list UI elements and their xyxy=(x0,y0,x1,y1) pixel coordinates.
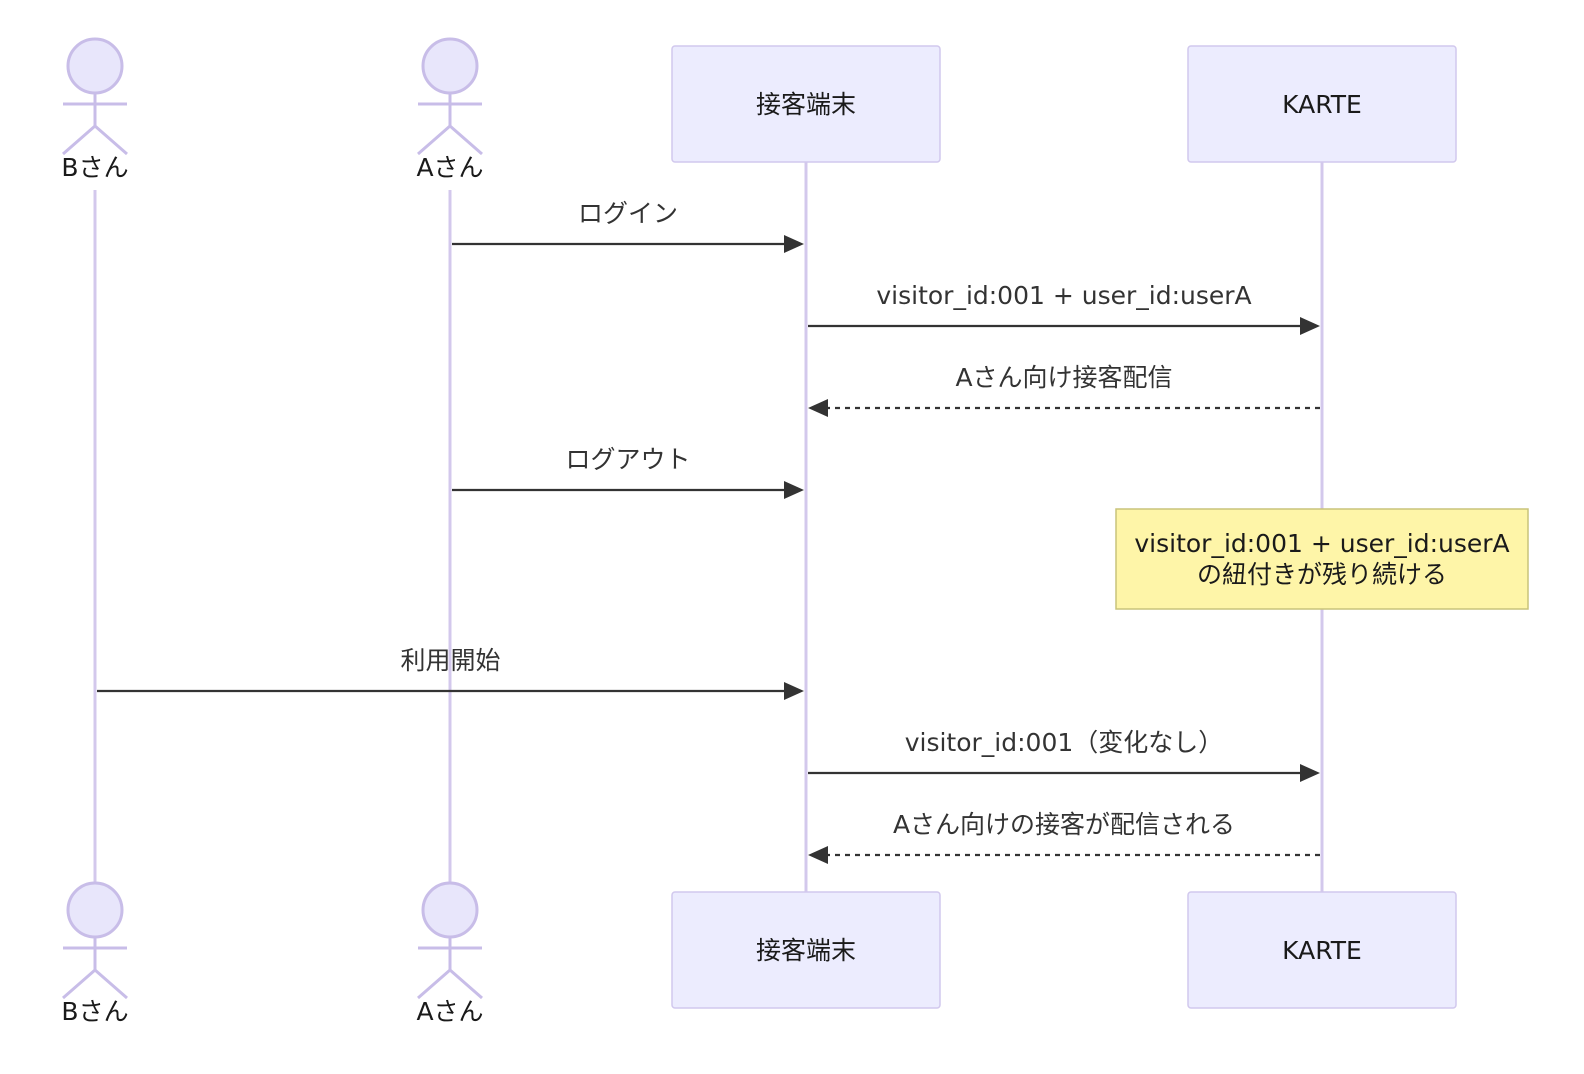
actor-head-icon xyxy=(66,37,124,95)
arrowhead-icon xyxy=(784,481,804,499)
participant-box xyxy=(1187,45,1457,163)
message-label: visitor_id:001 + user_id:userA xyxy=(876,281,1251,310)
actor-a-top: Aさん xyxy=(416,37,484,182)
note-box xyxy=(1115,508,1529,610)
participant-label: 接客端末 xyxy=(756,90,856,119)
actor-label: Bさん xyxy=(61,153,128,182)
message-label: Aさん向け接客配信 xyxy=(955,363,1172,392)
actor-label: Bさん xyxy=(61,997,128,1026)
arrowhead-icon xyxy=(784,235,804,253)
actor-body-icon xyxy=(417,93,483,156)
arrowhead-icon xyxy=(808,399,828,417)
participants-top: Bさん Aさん 接客端末 KARTE xyxy=(61,37,1457,182)
messages: ログイン visitor_id:001 + user_id:userA Aさん向け接… xyxy=(97,199,1320,864)
arrowhead-icon xyxy=(808,846,828,864)
participant-karte-bottom: KARTE xyxy=(1187,891,1457,1009)
message-label: visitor_id:001（変化なし） xyxy=(905,728,1224,757)
actor-a-bottom: Aさん xyxy=(416,881,484,1026)
actor-head-icon xyxy=(421,37,479,95)
actor-label: Aさん xyxy=(416,153,483,182)
actor-head-icon xyxy=(421,881,479,939)
participant-karte-top: KARTE xyxy=(1187,45,1457,163)
participant-label: KARTE xyxy=(1282,936,1362,965)
participant-item-top: 接客端末 xyxy=(671,45,941,163)
participant-box xyxy=(671,891,941,1009)
participant-label: KARTE xyxy=(1282,90,1362,119)
actor-body-icon xyxy=(62,93,128,156)
participant-box xyxy=(671,45,941,163)
actor-head-icon xyxy=(66,881,124,939)
arrowhead-icon xyxy=(1300,764,1320,782)
note-line-1: visitor_id:001 + user_id:userA xyxy=(1134,529,1509,558)
participant-item-bottom: 接客端末 xyxy=(671,891,941,1009)
participant-box xyxy=(1187,891,1457,1009)
message-1: ログイン xyxy=(452,199,804,253)
participants-bottom: Bさん Aさん 接客端末 KARTE xyxy=(61,881,1457,1026)
message-5: 利用開始 xyxy=(97,646,804,700)
actor-body-icon xyxy=(417,937,483,1000)
message-3: Aさん向け接客配信 xyxy=(808,363,1320,417)
message-7: Aさん向けの接客が配信される xyxy=(808,810,1320,864)
message-label: Aさん向けの接客が配信される xyxy=(893,810,1235,839)
arrowhead-icon xyxy=(784,682,804,700)
message-label: 利用開始 xyxy=(400,646,500,675)
message-label: ログアウト xyxy=(565,445,690,474)
actor-label: Aさん xyxy=(416,997,483,1026)
arrowhead-icon xyxy=(1300,317,1320,335)
message-2: visitor_id:001 + user_id:userA xyxy=(808,281,1320,335)
actor-b-top: Bさん xyxy=(61,37,129,182)
message-label: ログイン xyxy=(578,199,678,228)
message-4: ログアウト xyxy=(452,445,804,499)
actor-b-bottom: Bさん xyxy=(61,881,129,1026)
message-6: visitor_id:001（変化なし） xyxy=(808,728,1320,782)
actor-body-icon xyxy=(62,937,128,1000)
note-line-2: の紐付きが残り続ける xyxy=(1197,560,1447,589)
participant-label: 接客端末 xyxy=(756,936,856,965)
